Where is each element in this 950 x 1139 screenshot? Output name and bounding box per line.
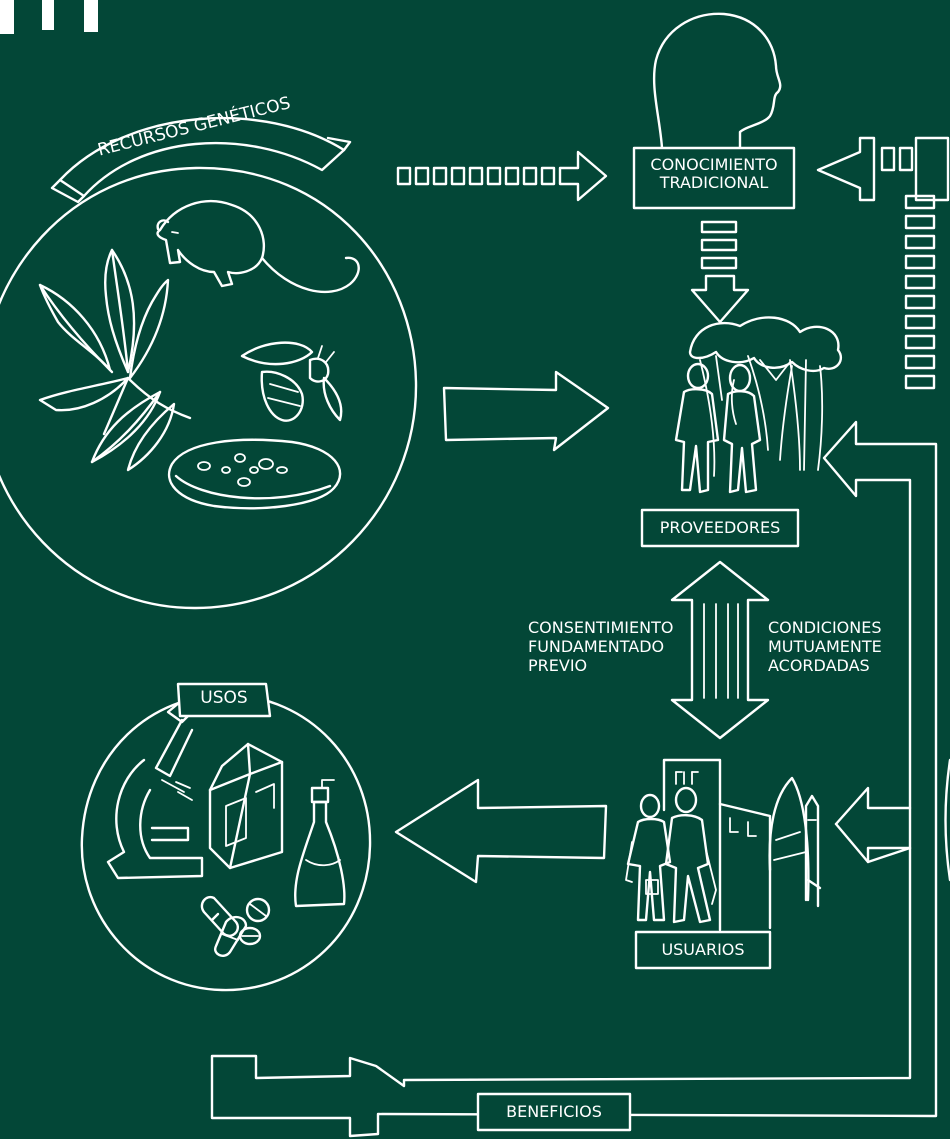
mat-line2: MUTUAMENTE	[768, 637, 882, 656]
header-logo-fragment	[0, 0, 98, 34]
prior-informed-consent-label: CONSENTIMIENTO FUNDAMENTADO PREVIO	[528, 618, 673, 675]
rat-icon	[156, 200, 360, 294]
right-edge-fragment	[944, 758, 950, 882]
benefits-label: BENEFICIOS	[506, 1102, 602, 1121]
genetic-resources-circle	[0, 166, 418, 610]
double-arrow-providers-users	[670, 560, 770, 740]
head-icon	[652, 12, 782, 150]
providers-people-icon	[674, 362, 762, 494]
providers-trees-icon	[688, 316, 843, 477]
dashed-arrow-to-providers	[690, 220, 750, 324]
arrow-resources-to-providers	[442, 370, 610, 452]
genetic-resources-banner	[50, 116, 352, 204]
providers-box	[640, 508, 800, 548]
providers-label: PROVEEDORES	[659, 518, 781, 537]
dashed-arrow-from-right	[816, 136, 950, 390]
uses-label: USOS	[200, 688, 248, 708]
traditional-knowledge-line2: TRADICIONAL	[659, 173, 769, 192]
users-box	[634, 930, 772, 970]
petri-dish-icon	[167, 438, 342, 510]
mat-line1: CONDICIONES	[768, 618, 882, 637]
spray-bottle-icon	[294, 779, 346, 908]
arrow-users-to-uses	[394, 778, 608, 884]
mutually-agreed-terms-label: CONDICIONES MUTUAMENTE ACORDADAS	[768, 618, 882, 675]
dashed-arrow-to-knowledge	[396, 150, 608, 202]
mat-line3: ACORDADAS	[768, 656, 870, 675]
pic-line3: PREVIO	[528, 656, 588, 675]
users-people-icon	[625, 786, 717, 924]
traditional-knowledge-line1: CONOCIMIENTO	[650, 155, 778, 174]
benefits-return-loop	[210, 420, 938, 1138]
pic-line1: CONSENTIMIENTO	[528, 618, 674, 637]
users-label: USUARIOS	[661, 940, 745, 959]
traditional-knowledge-label: CONOCIMIENTO TRADICIONAL	[634, 156, 794, 192]
traditional-knowledge-box	[632, 146, 796, 210]
pic-line2: FUNDAMENTADO	[528, 637, 665, 656]
pills-icon	[200, 895, 271, 957]
bee-icon	[240, 341, 343, 422]
benefits-box	[476, 1092, 632, 1132]
uses-banner	[176, 682, 272, 718]
microscope-icon	[106, 700, 204, 880]
milk-carton-icon	[208, 742, 284, 870]
users-buildings-icon	[662, 758, 822, 932]
leaf-icon	[38, 248, 192, 472]
uses-circle	[80, 693, 372, 992]
